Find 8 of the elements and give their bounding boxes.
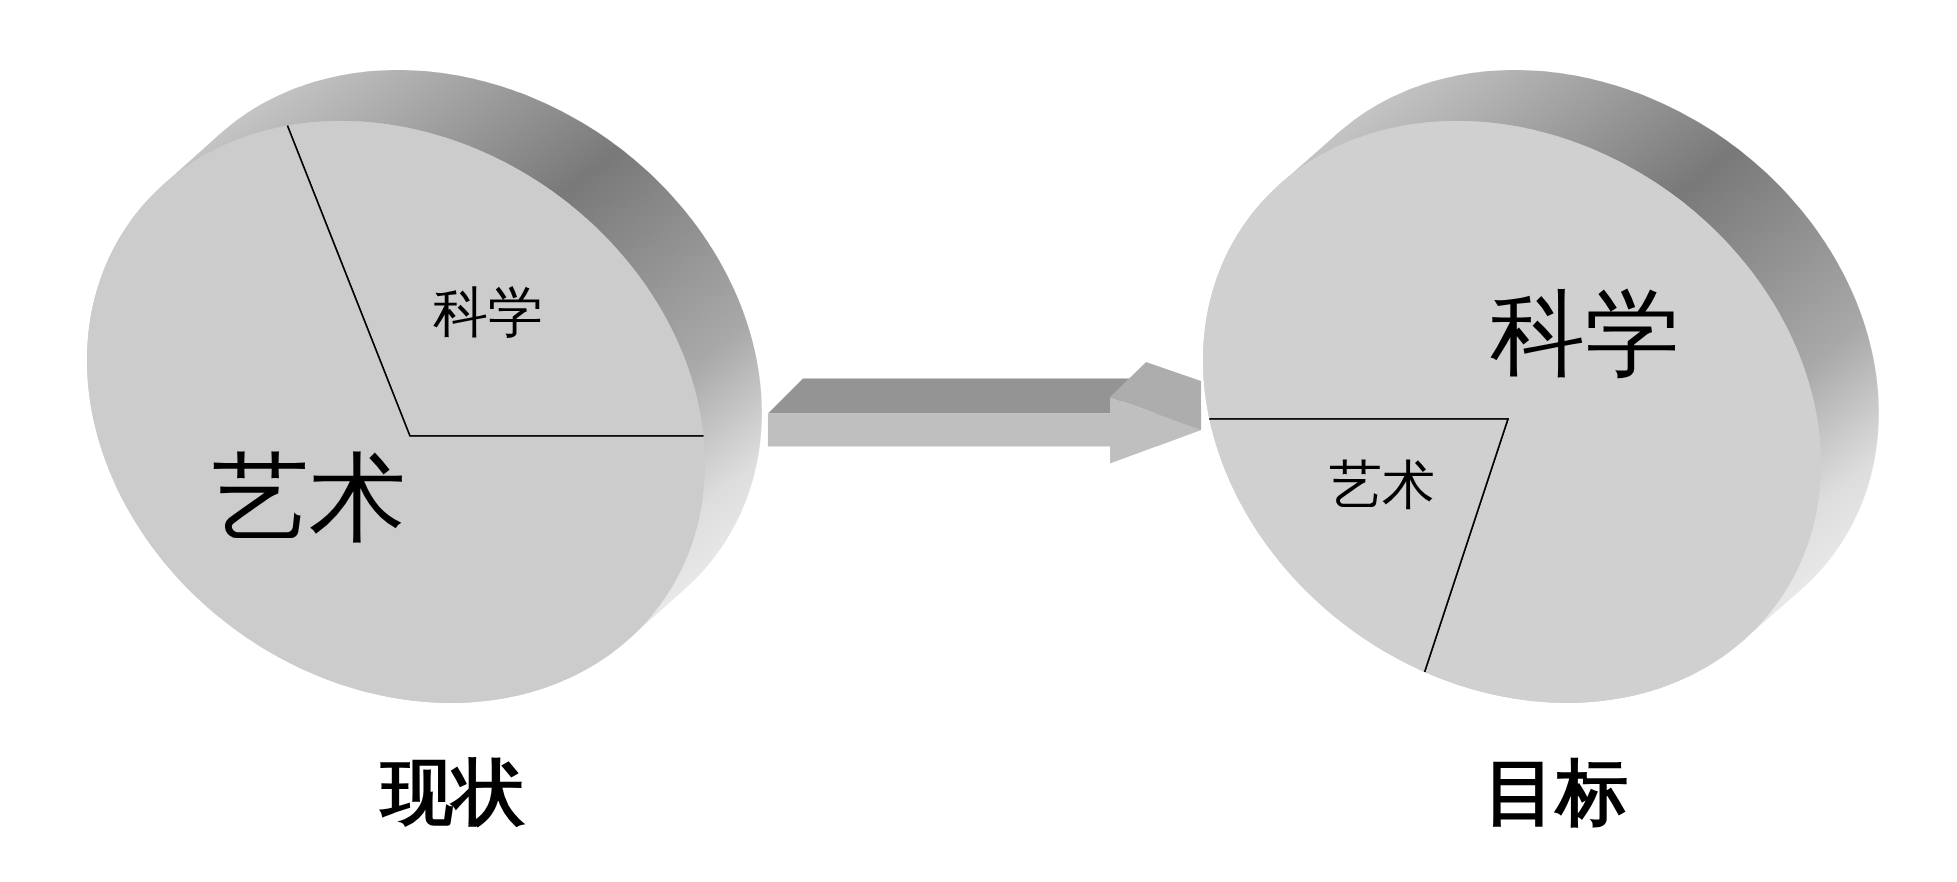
sector-label: 艺术 [212, 449, 406, 547]
sector-label: 科学 [433, 284, 543, 340]
pie-label: 目标 [1484, 756, 1628, 828]
pie-disk [1203, 70, 1879, 703]
pie-disk [87, 70, 762, 703]
sector-label: 艺术 [1329, 458, 1435, 512]
sector-label: 科学 [1490, 286, 1680, 382]
pie-label: 现状 [381, 756, 525, 828]
